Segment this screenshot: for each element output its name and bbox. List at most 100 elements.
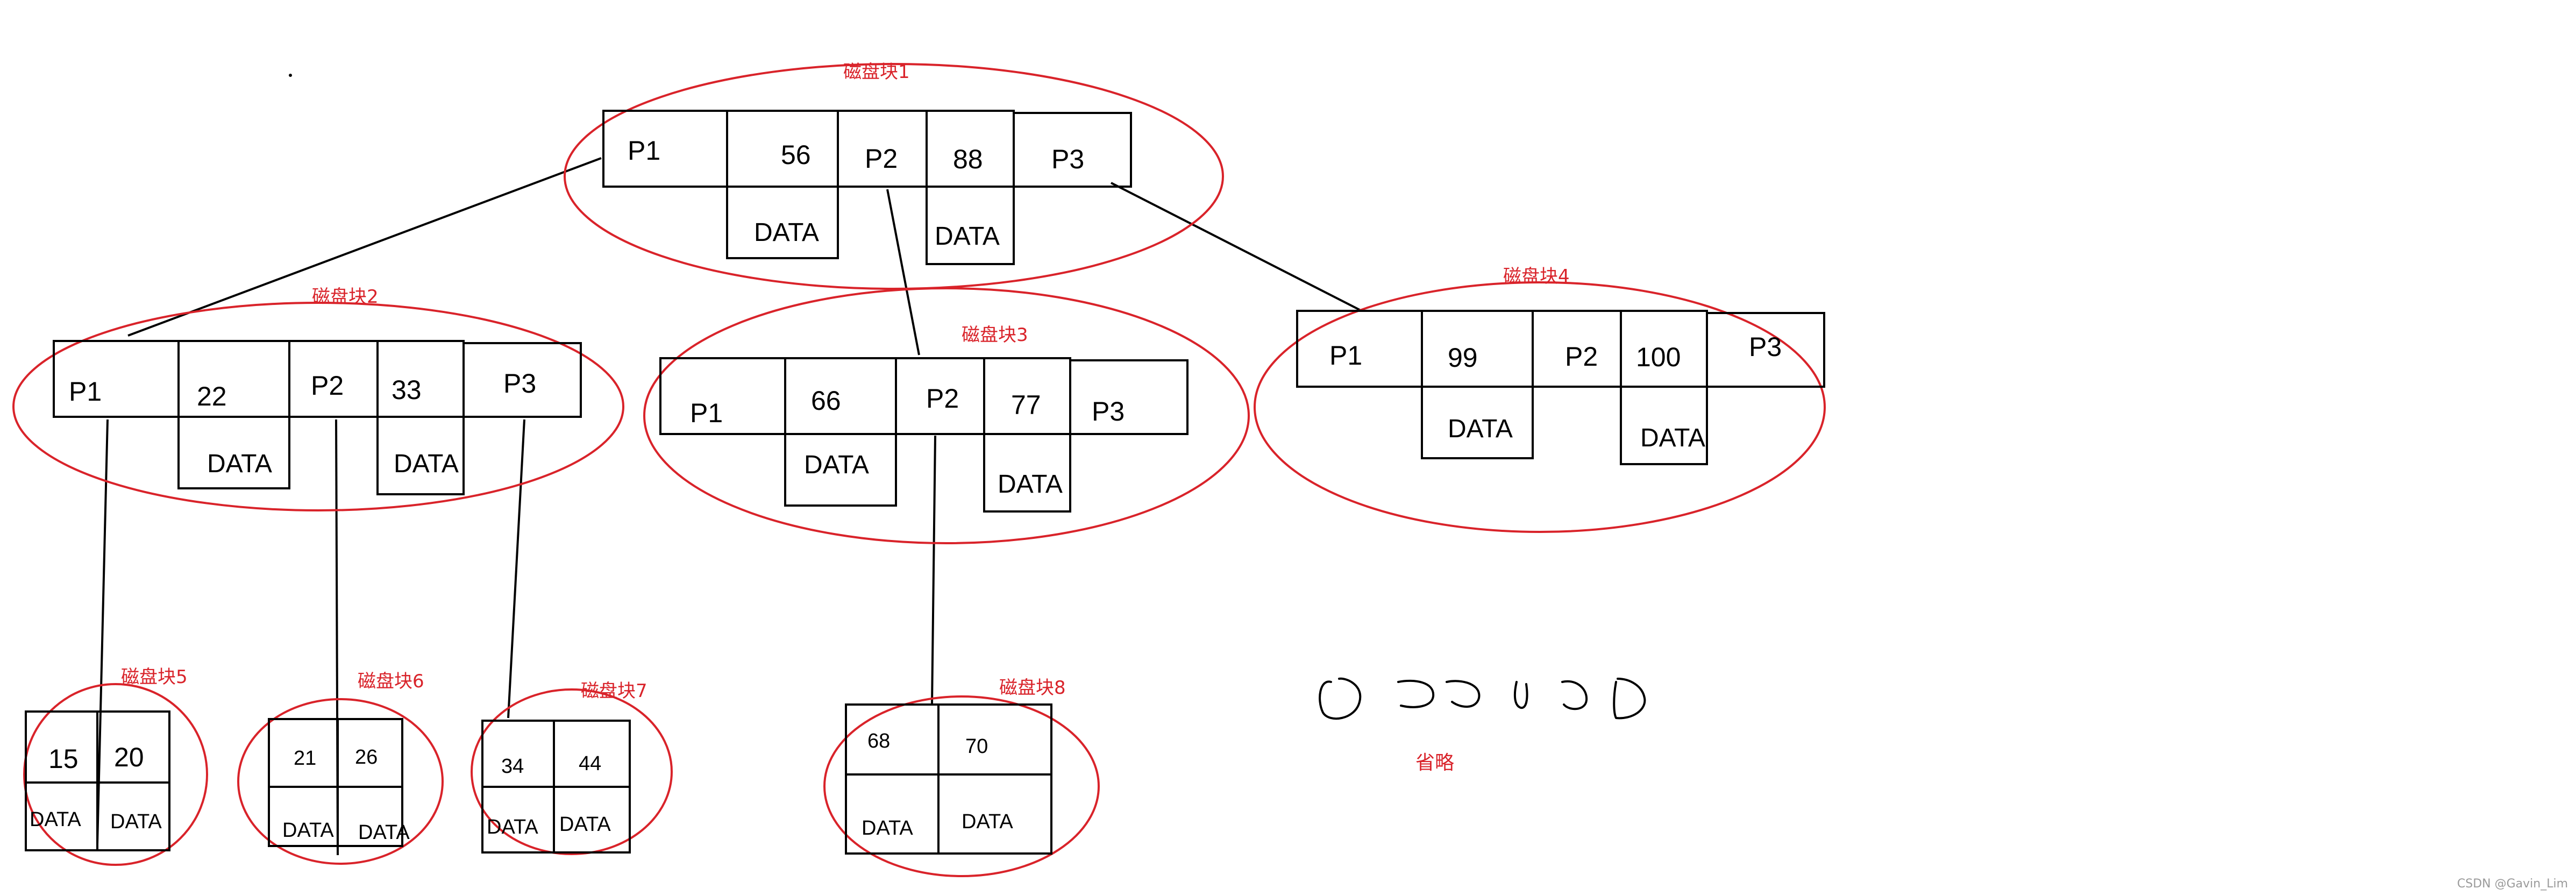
node-cell	[462, 342, 582, 418]
data-text: DATA	[935, 222, 1000, 251]
node-cell	[1069, 359, 1189, 435]
scribble-mark	[1397, 679, 1435, 708]
disk-block-1-ring	[564, 63, 1224, 290]
data-text: DATA	[358, 821, 410, 844]
data-text: DATA	[754, 218, 819, 247]
key-value: 21	[294, 747, 316, 770]
data-cell	[1620, 386, 1708, 465]
node-cell	[177, 340, 290, 418]
pointer-p2: P2	[1565, 342, 1598, 372]
edge-n1-n3	[886, 189, 920, 355]
pointer-p3: P3	[1749, 332, 1782, 362]
key-value: 68	[867, 730, 890, 752]
key-value: 34	[501, 755, 524, 778]
key-value: 26	[355, 746, 378, 769]
disk-block-6: 磁盘块6 21 26 DATA DATA	[237, 671, 444, 865]
data-text: DATA	[394, 450, 459, 478]
data-text: DATA	[862, 817, 913, 840]
data-text: DATA	[559, 813, 611, 836]
data-cell	[726, 186, 839, 259]
scribble-mark	[1446, 680, 1481, 708]
stray-dot	[289, 74, 292, 77]
disk-block-2-label: 磁盘块2	[312, 286, 379, 308]
pointer-p1: P1	[1329, 340, 1362, 371]
node-cell	[1706, 312, 1825, 388]
pointer-p2: P2	[926, 383, 959, 414]
edge-n1-n2	[127, 157, 602, 337]
disk-block-3-label: 磁盘块3	[962, 324, 1028, 346]
disk-block-1: 磁盘块1 P1 56 P2 88 P3 DATA DATA	[564, 61, 1224, 290]
edge-n2-l5	[96, 419, 109, 845]
data-text: DATA	[207, 450, 272, 478]
pointer-p1: P1	[690, 398, 723, 428]
disk-block-3: 磁盘块3 P1 66 P2 77 P3 DATA DATA	[643, 287, 1250, 544]
pointer-p2: P2	[865, 144, 898, 174]
scribble-mark	[1613, 678, 1646, 720]
data-cell	[784, 433, 897, 507]
edge-n1-n4	[1111, 182, 1361, 311]
edge-n3-l8	[931, 435, 936, 705]
omitted-label: 省略	[1415, 752, 1454, 774]
pointer-p2: P2	[311, 371, 344, 401]
pointer-p1: P1	[69, 376, 102, 407]
disk-block-1-label: 磁盘块1	[843, 61, 910, 83]
key-value: 77	[1011, 390, 1041, 420]
disk-block-5-ring	[23, 683, 208, 866]
disk-block-7-label: 磁盘块7	[581, 680, 647, 702]
pointer-p3: P3	[1051, 144, 1084, 174]
data-text: DATA	[998, 470, 1063, 499]
disk-block-8-ring	[823, 695, 1100, 877]
edge-n2-l7	[507, 419, 525, 719]
key-value: 99	[1448, 343, 1478, 373]
disk-block-8: 磁盘块8 68 70 DATA DATA	[823, 677, 1100, 877]
disk-block-7-ring	[471, 688, 673, 855]
data-text: DATA	[282, 819, 334, 842]
disk-block-2: 磁盘块2 P1 22 P2 33 P3 DATA DATA	[12, 286, 624, 511]
disk-block-5: 磁盘块5 15 20 DATA DATA	[23, 666, 208, 866]
key-value: 20	[114, 742, 144, 772]
key-value: 100	[1636, 342, 1681, 372]
node-cell	[602, 110, 728, 188]
scribble-mark	[1561, 680, 1588, 710]
key-value: 66	[811, 386, 841, 416]
scribble-mark	[1319, 677, 1362, 720]
data-cell	[926, 186, 1015, 265]
scribble-mark	[1513, 681, 1528, 709]
data-text: DATA	[1448, 415, 1513, 443]
data-text: DATA	[962, 810, 1013, 833]
disk-block-6-label: 磁盘块6	[358, 671, 424, 692]
disk-block-7: 磁盘块7 34 44 DATA DATA	[471, 680, 673, 855]
key-value: 33	[392, 375, 422, 405]
data-text: DATA	[30, 808, 81, 831]
node-cell	[1013, 112, 1132, 188]
key-value: 88	[953, 144, 983, 174]
disk-block-6-ring	[237, 698, 444, 865]
key-value: 44	[579, 752, 601, 775]
data-text: DATA	[804, 451, 869, 479]
key-value: 70	[965, 735, 988, 758]
leaf-cell	[845, 703, 1052, 855]
disk-block-4-ring	[1254, 281, 1826, 533]
disk-block-4: 磁盘块4 P1 99 P2 100 P3 DATA DATA	[1254, 266, 1826, 533]
pointer-p1: P1	[628, 136, 660, 166]
watermark: CSDN @Gavin_Lim	[2457, 877, 2568, 891]
key-value: 56	[781, 140, 811, 170]
data-cell	[1421, 386, 1534, 459]
disk-block-2-ring	[12, 302, 624, 511]
disk-block-3-ring	[643, 287, 1250, 544]
data-cell	[376, 416, 465, 495]
data-cell	[983, 433, 1071, 513]
pointer-p3: P3	[503, 368, 536, 399]
pointer-p3: P3	[1092, 396, 1125, 426]
data-cell	[177, 416, 290, 489]
data-text: DATA	[487, 816, 538, 838]
leaf-cell	[268, 718, 403, 847]
key-value: 22	[197, 381, 227, 411]
disk-block-5-label: 磁盘块5	[121, 666, 188, 688]
data-text: DATA	[110, 810, 162, 833]
tree-edges	[96, 157, 1361, 856]
key-value: 15	[48, 744, 79, 774]
disk-block-4-label: 磁盘块4	[1503, 266, 1570, 287]
disk-block-8-label: 磁盘块8	[999, 677, 1066, 699]
